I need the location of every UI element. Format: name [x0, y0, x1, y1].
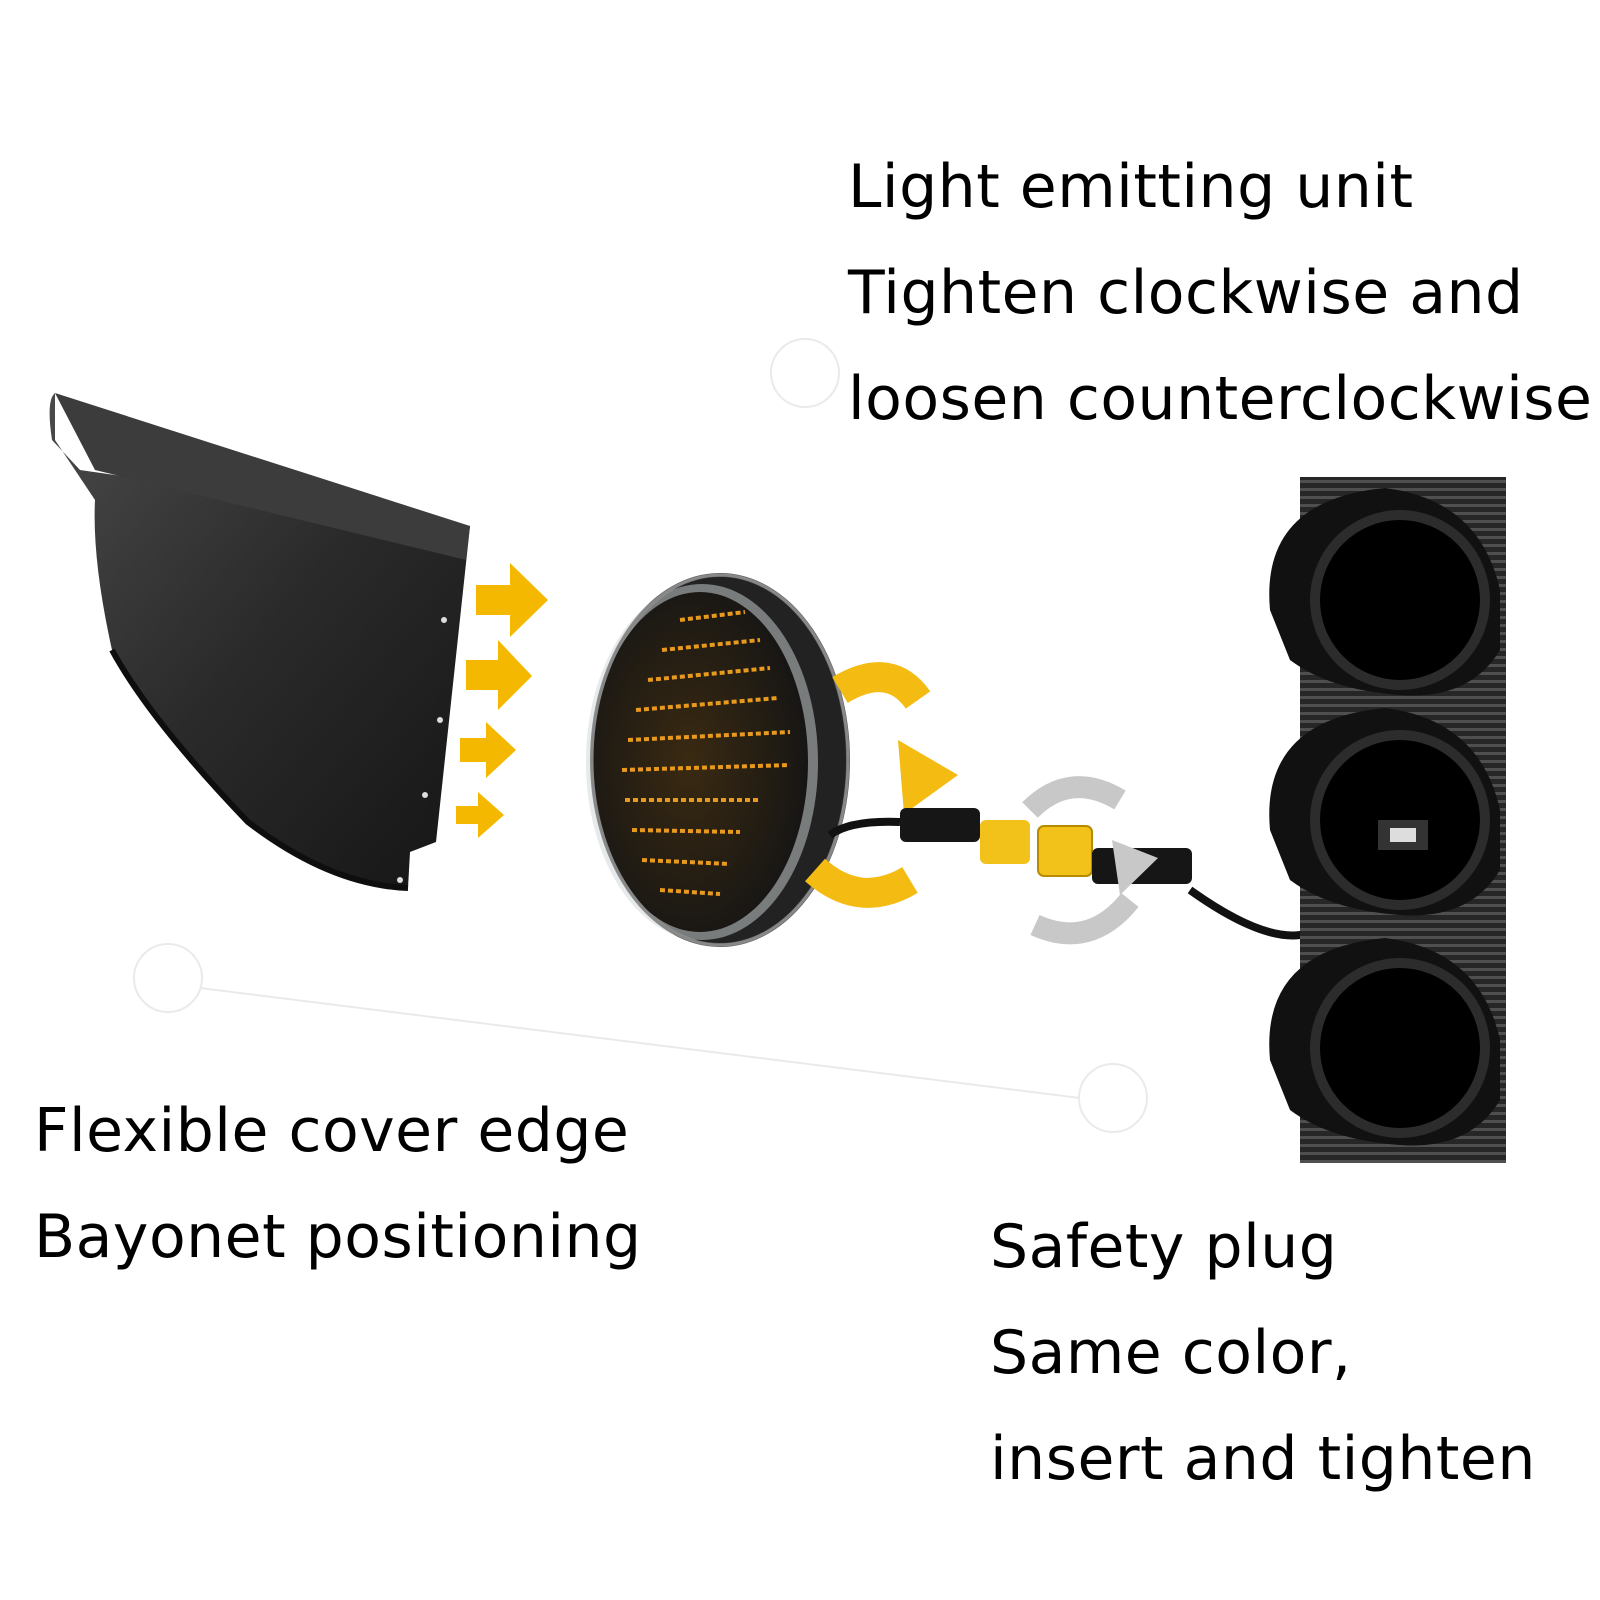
arrow-icon [476, 563, 548, 637]
label-line: Light emitting unit [848, 152, 1414, 222]
safety-plug [900, 808, 1192, 884]
light-unit-label: Light emitting unit Tighten clockwise an… [848, 134, 1592, 452]
led-array [621, 610, 791, 896]
label-line: Safety plug [990, 1212, 1338, 1282]
arrow-icon [456, 792, 504, 838]
flexible-visor-cover [49, 393, 470, 891]
traffic-light-housing [1269, 477, 1506, 1163]
plug-label: Safety plug Same color, insert and tight… [990, 1194, 1536, 1512]
rotation-arrow-icon [805, 662, 931, 908]
signal-head-top [1269, 488, 1500, 696]
label-line: loosen counterclockwise [848, 364, 1593, 434]
signal-head-middle [1269, 708, 1500, 916]
arrow-icon [460, 722, 516, 778]
signal-head-bottom [1269, 938, 1500, 1146]
background-decoration [133, 338, 1148, 1133]
label-line: Bayonet positioning [34, 1202, 642, 1272]
label-line: Same color, [990, 1318, 1352, 1388]
label-line: Tighten clockwise and [848, 258, 1524, 328]
cover-label: Flexible cover edge Bayonet positioning [34, 1078, 642, 1290]
arrow-icon [466, 640, 532, 710]
grey-rotation-arrow-icon [1022, 776, 1139, 945]
label-line: Flexible cover edge [34, 1096, 630, 1166]
insert-direction-arrows [456, 563, 548, 838]
label-line: insert and tighten [990, 1424, 1536, 1494]
led-light-module [586, 573, 850, 947]
